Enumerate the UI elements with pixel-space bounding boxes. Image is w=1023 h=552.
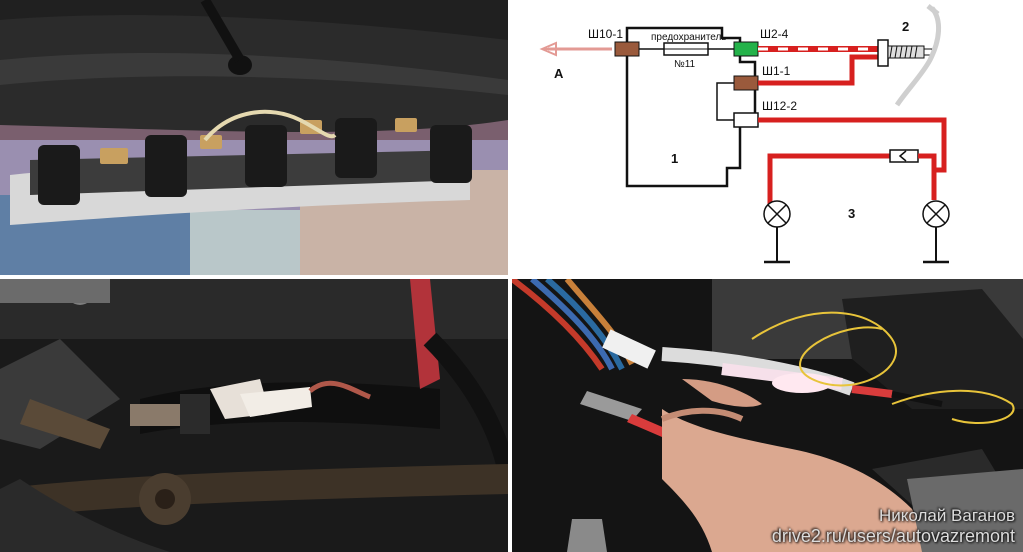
watermark-author: Николай Ваганов	[878, 506, 1015, 525]
label-a: А	[554, 66, 564, 81]
fuse-block-photo-illustration	[0, 0, 508, 275]
photo-test-probe: Николай Ваганов drive2.ru/users/autovazr…	[512, 279, 1023, 552]
wiring-diagram: Ш10-1 предохранитель №11 Ш2-4 Ш1-1 Ш12-2…	[512, 0, 1023, 275]
photo-brake-switch	[0, 279, 508, 552]
wiring-diagram-svg: Ш10-1 предохранитель №11 Ш2-4 Ш1-1 Ш12-2…	[539, 4, 950, 264]
label-sh2-4: Ш2-4	[760, 27, 789, 41]
label-sh10-1: Ш10-1	[588, 27, 623, 41]
label-fuse-number: №11	[674, 59, 696, 70]
author-watermark: Николай Ваганов drive2.ru/users/autovazr…	[772, 506, 1015, 546]
connector-sh2-4	[733, 41, 759, 57]
watermark-url: drive2.ru/users/autovazremont	[771, 526, 1015, 546]
connector-sh10-1	[614, 41, 640, 57]
connector-sh1-1	[733, 75, 759, 91]
label-block-1: 1	[671, 151, 678, 166]
test-probe-photo-illustration	[512, 279, 1023, 552]
photo-fuse-block	[0, 0, 508, 275]
label-switch-2: 2	[902, 19, 909, 34]
label-lamps-3: 3	[848, 206, 855, 221]
connector-sh12-2	[733, 112, 759, 128]
label-sh1-1: Ш1-1	[762, 64, 791, 78]
label-sh12-2: Ш12-2	[762, 99, 797, 113]
label-fuse: предохранитель	[651, 32, 727, 43]
brake-switch-photo-illustration	[0, 279, 508, 552]
brake-light-switch	[877, 39, 889, 67]
